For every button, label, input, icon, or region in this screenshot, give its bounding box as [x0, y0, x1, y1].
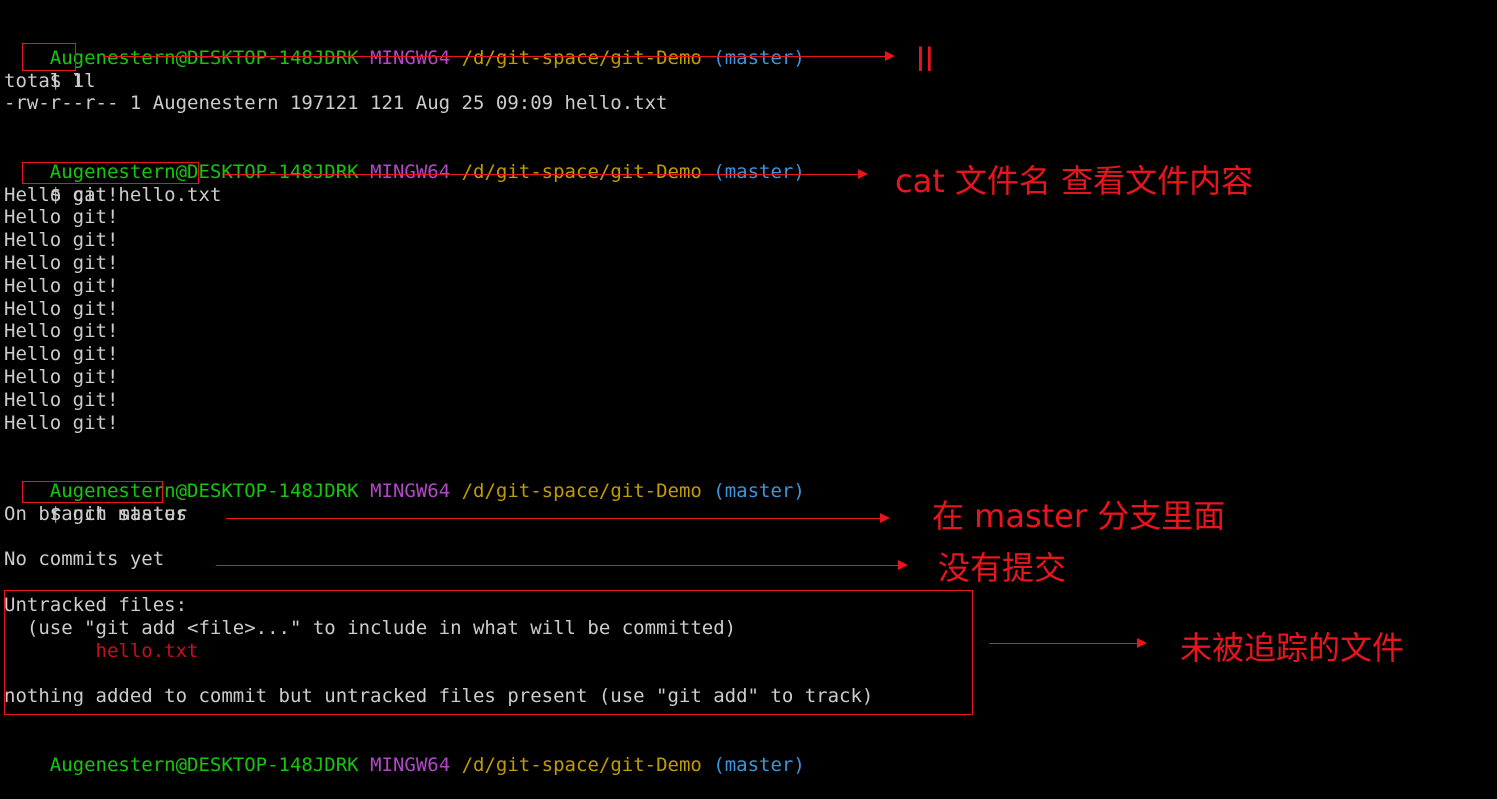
- annotation-ll: ll: [916, 41, 934, 79]
- arrow-branch: [226, 513, 890, 523]
- command-line[interactable]: $ ll: [4, 47, 96, 92]
- prompt-symbol: $: [49, 502, 62, 525]
- annotation-untracked: 未被追踪的文件: [1180, 629, 1405, 667]
- prompt-line: Augenestern@DESKTOP-148JDRK MINGW64 /d/g…: [4, 731, 805, 776]
- prompt-env: MINGW64: [370, 160, 451, 183]
- output-line: Hello git!: [4, 274, 119, 297]
- prompt-line: Augenestern@DESKTOP-148JDRK MINGW64 /d/g…: [4, 24, 805, 69]
- prompt-branch: (master): [713, 160, 805, 183]
- annotation-branch: 在 master 分支里面: [932, 497, 1226, 535]
- untracked-file: hello.txt: [4, 639, 199, 662]
- output-line: -rw-r--r-- 1 Augenestern 197121 121 Aug …: [4, 92, 668, 115]
- command-status: git status: [72, 502, 188, 525]
- prompt-path: /d/git-space/git-Demo: [461, 479, 702, 502]
- output-line: Hello git!: [4, 388, 119, 411]
- prompt-path: /d/git-space/git-Demo: [461, 46, 702, 69]
- prompt-path: /d/git-space/git-Demo: [461, 160, 702, 183]
- prompt-branch: (master): [713, 46, 805, 69]
- output-line: Hello git!: [4, 411, 119, 434]
- output-line: Hello git!: [4, 229, 119, 252]
- output-line: Hello git!: [4, 252, 119, 274]
- command-cat: cat hello.txt: [72, 183, 222, 206]
- command-line[interactable]: $ git status: [4, 480, 187, 525]
- prompt-symbol: $: [49, 183, 62, 206]
- prompt-user: Augenestern@DESKTOP-148JDRK: [49, 479, 359, 502]
- annotation-cat: cat 文件名 查看文件内容: [895, 162, 1254, 200]
- prompt-user: Augenestern@DESKTOP-148JDRK: [49, 160, 359, 183]
- command-line[interactable]: $ cat hello.txt: [4, 161, 222, 206]
- command-ll: ll: [72, 69, 96, 92]
- highlight-box-ll: [22, 43, 76, 71]
- prompt-line: Augenestern@DESKTOP-148JDRK MINGW64 /d/g…: [4, 138, 805, 183]
- highlight-box-cat: [22, 162, 199, 184]
- output-line: On branch master: [4, 502, 188, 525]
- arrow-untracked: [989, 638, 1147, 648]
- output-line: Hello git!: [4, 183, 119, 206]
- prompt-line: Augenestern@DESKTOP-148JDRK MINGW64 /d/g…: [4, 457, 805, 502]
- prompt-branch: (master): [713, 479, 805, 502]
- output-line: Hello git!: [4, 366, 119, 388]
- output-line: Untracked files:: [4, 594, 188, 616]
- arrow-ll: [103, 51, 895, 61]
- prompt-symbol: $: [49, 69, 62, 92]
- output-line: Hello git!: [4, 206, 119, 229]
- output-line: Hello git!: [4, 297, 119, 320]
- annotation-commits: 没有提交: [938, 549, 1067, 587]
- arrow-commits: [216, 560, 908, 570]
- prompt-user: Augenestern@DESKTOP-148JDRK: [49, 46, 359, 69]
- prompt-env: MINGW64: [370, 479, 451, 502]
- highlight-box-untracked: [4, 590, 973, 715]
- highlight-box-status: [22, 481, 163, 503]
- output-line: Hello git!: [4, 320, 119, 343]
- arrow-cat: [224, 169, 868, 179]
- output-line: No commits yet: [4, 548, 165, 571]
- output-line: total 1: [4, 69, 85, 92]
- output-line: Hello git!: [4, 343, 119, 366]
- output-line: nothing added to commit but untracked fi…: [4, 685, 874, 708]
- prompt-env: MINGW64: [370, 46, 451, 69]
- output-line: (use "git add <file>..." to include in w…: [4, 616, 737, 639]
